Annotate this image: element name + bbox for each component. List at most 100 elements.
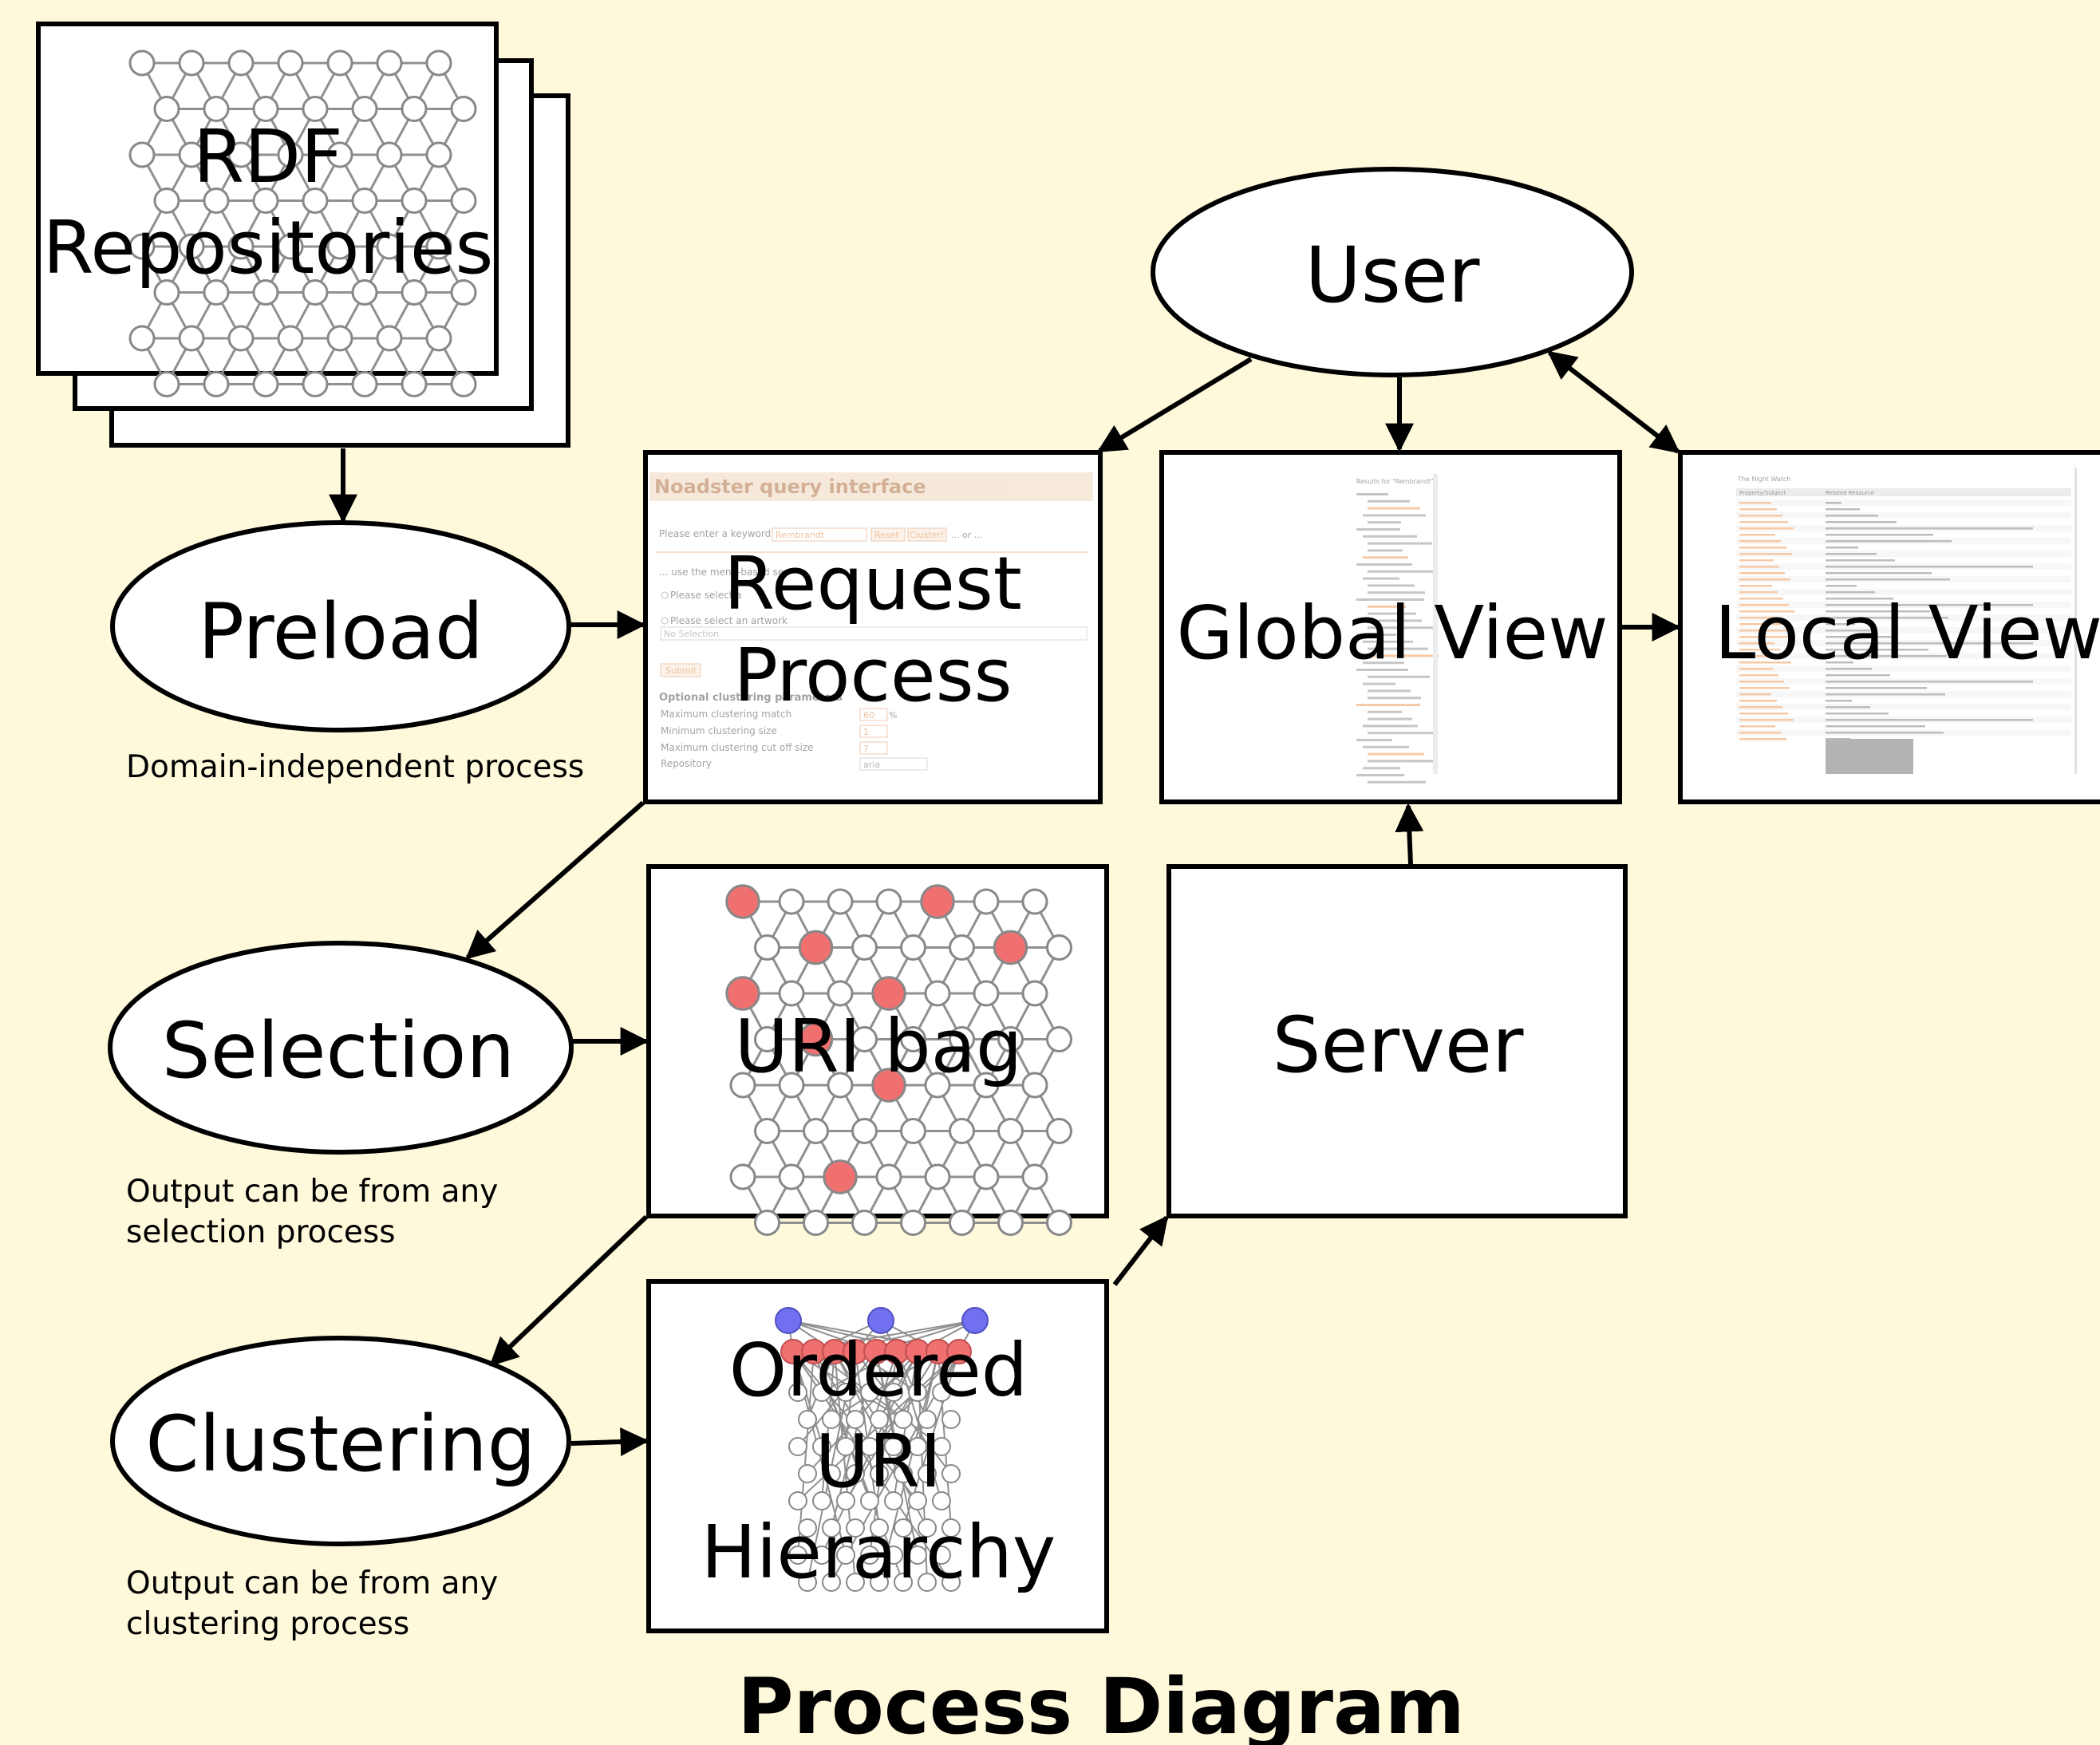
- table-cell-value: [1826, 553, 1877, 555]
- table-cell-property: [1739, 630, 1787, 632]
- tree-line: [1368, 697, 1421, 700]
- keyword-label: Please enter a keyword:: [659, 528, 774, 539]
- table-cell-value: [1826, 706, 1870, 709]
- mesh-node: [302, 371, 329, 397]
- mesh-node: [252, 188, 279, 214]
- artwork-select[interactable]: [660, 626, 1088, 641]
- hierarchy-leaf-node: [860, 1491, 879, 1510]
- hierarchy-leaf-node: [788, 1437, 807, 1456]
- hierarchy-leaf-node: [870, 1464, 889, 1483]
- tree-line: [1368, 675, 1430, 678]
- mesh-node: [900, 1118, 926, 1144]
- local-shot-header: The Night Watch: [1737, 476, 1790, 483]
- submit-label: Submit: [665, 665, 697, 676]
- mesh-node: [203, 371, 230, 397]
- table-cell-property: [1739, 604, 1789, 606]
- mesh-node: [302, 188, 329, 214]
- mesh-node: [973, 888, 1000, 915]
- table-cell-value: [1826, 668, 1872, 670]
- mesh-node: [252, 96, 279, 122]
- cluster-button[interactable]: [907, 527, 947, 542]
- artwork-thumbnail: [1826, 739, 1913, 774]
- clustering-caption-line1: Output can be from any: [126, 1565, 498, 1601]
- hierarchy-leaf-node: [894, 1573, 913, 1592]
- local-view-node: The Night Watch Property/Subject Related…: [1678, 450, 2100, 804]
- user-node: User: [1151, 167, 1634, 377]
- mesh-node: [252, 279, 279, 306]
- global-view-node: Results for "Rembrandt" Global View: [1159, 450, 1622, 804]
- hierarchy-leaf-node: [918, 1464, 937, 1483]
- mesh-node: [376, 325, 403, 352]
- submit-button[interactable]: [660, 663, 701, 677]
- table-cell-value: [1826, 604, 2033, 606]
- tree-line: [1368, 499, 1410, 503]
- mesh-node: [326, 141, 353, 168]
- mesh-node: [851, 1210, 878, 1236]
- min-size-input[interactable]: [859, 724, 888, 738]
- keyword-value: Rembrandt: [776, 530, 825, 540]
- table-row-bg: [1736, 704, 2071, 710]
- arrow-user-local: [1547, 350, 1680, 454]
- table-cell-value: [1826, 687, 1927, 689]
- tree-line: [1368, 570, 1434, 573]
- mesh-node: [178, 325, 205, 352]
- table-cell-value: [1826, 700, 1852, 702]
- hierarchy-leaf-node: [822, 1410, 841, 1429]
- keyword-input[interactable]: [772, 527, 867, 542]
- tree-line: [1356, 739, 1392, 741]
- table-cell-value: [1826, 559, 1895, 562]
- percent-sign: %: [889, 710, 897, 721]
- cutoff-input[interactable]: [859, 741, 888, 755]
- table-cell-value: [1826, 521, 1897, 523]
- request-label-line2: Process: [734, 633, 1012, 718]
- mesh-node: [1046, 1118, 1072, 1144]
- hierarchy-leaf-node: [932, 1546, 951, 1565]
- hierarchy-leaf-node: [846, 1518, 865, 1538]
- ordered-uri-hierarchy-node: Ordered URI Hierarchy: [646, 1279, 1109, 1633]
- artwork-radio[interactable]: [661, 617, 669, 625]
- cluster-label: Cluster!: [910, 530, 944, 540]
- table-cell-value: [1826, 508, 1860, 511]
- tree-line: [1368, 717, 1412, 721]
- hierarchy-leaf-node: [941, 1410, 961, 1429]
- mesh-node: [803, 1210, 829, 1236]
- arrow-hierarchy-to-server: [1112, 1215, 1169, 1286]
- request-label-line1: Request: [724, 541, 1022, 626]
- table-row-bg: [1736, 665, 2071, 672]
- hierarchy-leaf-node: [884, 1437, 903, 1456]
- table-cell-property: [1739, 578, 1790, 581]
- mesh-node: [778, 980, 805, 1007]
- mesh-node: [754, 1118, 780, 1144]
- reset-button[interactable]: [870, 527, 906, 542]
- mesh-node: [203, 96, 230, 122]
- hierarchy-leaf-node: [860, 1437, 879, 1456]
- table-cell-property: [1739, 591, 1778, 594]
- table-cell-property: [1739, 598, 1783, 600]
- ordered-label-line1: Ordered: [729, 1328, 1028, 1413]
- rdf-repositories-node: RDF Repositories: [36, 22, 570, 448]
- mesh-node: [376, 141, 403, 168]
- tree-line: [1368, 780, 1426, 784]
- hierarchy-leaf-node: [894, 1518, 913, 1538]
- max-match-input[interactable]: [859, 708, 888, 721]
- repository-select[interactable]: [859, 757, 928, 771]
- tree-line: [1368, 752, 1424, 756]
- table-cell-property: [1739, 649, 1780, 651]
- hierarchy-leaf-node: [908, 1491, 927, 1510]
- mesh-node: [875, 888, 902, 915]
- mesh-node: [277, 141, 304, 168]
- tree-line: [1363, 535, 1417, 538]
- mesh-node: [277, 233, 304, 260]
- table-cell-value: [1826, 693, 1945, 696]
- selected-uri-node: [871, 1068, 906, 1103]
- hierarchy-leaf-node: [836, 1546, 855, 1565]
- mesh-node: [425, 233, 452, 260]
- mesh-node: [827, 980, 854, 1007]
- tree-line: [1356, 528, 1400, 531]
- author-radio[interactable]: [661, 591, 669, 599]
- tree-line: [1363, 640, 1413, 643]
- mesh-node: [1046, 1210, 1072, 1236]
- global-scrollbar[interactable]: [1433, 474, 1438, 774]
- server-node: Server: [1166, 864, 1628, 1218]
- result-tree: [1356, 493, 1439, 784]
